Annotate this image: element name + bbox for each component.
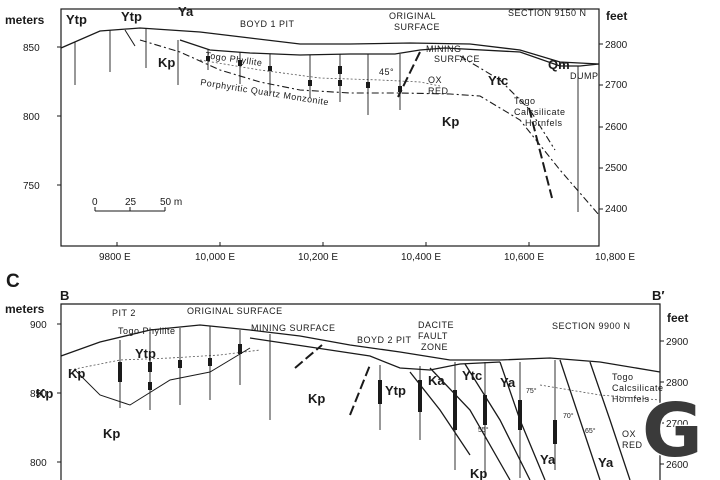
bottom-unit-kp-3: Kp	[103, 426, 120, 441]
top-ox-label: OX	[428, 75, 442, 85]
top-y-right-unit: feet	[606, 9, 627, 23]
bottom-y-left-unit: meters	[5, 302, 45, 316]
top-fault-line-1	[397, 51, 421, 98]
top-pit-label: BOYD 1 PIT	[240, 19, 295, 29]
top-unit-kp-1: Kp	[158, 55, 175, 70]
top-red-label: RED	[428, 86, 449, 96]
top-original-surface-line	[60, 27, 600, 65]
top-porphyritic-contact-line	[139, 39, 600, 216]
top-x-tick-10200: 10,200 E	[298, 252, 338, 263]
bottom-section-panel: C B B′ meters feet 900 850 800 2900 2800…	[5, 271, 689, 480]
bottom-unit-kp-4: Kp	[308, 391, 325, 406]
bottom-unit-ytc: Ytc	[462, 368, 482, 383]
watermark-logo: G	[642, 388, 703, 474]
top-y-right-tick-2800: 2800	[605, 40, 628, 51]
bottom-fault-line-2	[349, 364, 371, 416]
top-scale-tick-0: 0	[92, 197, 98, 208]
top-x-tick-10600: 10,600 E	[504, 252, 544, 263]
bottom-y-right-tick-2700: 2700	[666, 419, 689, 430]
bottom-dotted-line	[69, 349, 661, 401]
top-y-left-tick-750: 750	[23, 181, 40, 192]
bottom-original-surface-label: ORIGINAL SURFACE	[187, 306, 283, 316]
top-ox-red-dotted-line	[199, 59, 441, 87]
top-y-right-tick-2500: 2500	[605, 163, 628, 174]
top-y-left-unit: meters	[5, 13, 45, 27]
bottom-y-right-unit: feet	[667, 311, 688, 325]
top-y-right-tick-2700: 2700	[605, 80, 628, 91]
bottom-left-end-label: B	[60, 288, 69, 303]
top-scale-tick-25: 25	[125, 197, 137, 208]
top-unit-ytp-2: Ytp	[121, 9, 142, 24]
bottom-y-left-tick-850: 850	[30, 389, 47, 400]
bottom-section-frame	[60, 303, 661, 480]
top-section-panel: meters feet 850 800 750 2800 2700 2600 2…	[5, 4, 635, 263]
bottom-red-label: RED	[622, 440, 643, 450]
bottom-togo-phyllite-label: Togo Phyllite	[118, 326, 176, 336]
bottom-right-end-label: B′	[652, 288, 665, 303]
bottom-y-right-tick-2600: 2600	[666, 460, 689, 471]
top-section-label: SECTION 9150 N	[508, 8, 587, 18]
top-x-tick-9800: 9800 E	[99, 252, 131, 263]
bottom-unit-kp-2: Kp	[36, 386, 53, 401]
top-angle-label: 45°	[379, 67, 394, 77]
bottom-mining-surface-label: MINING SURFACE	[251, 323, 336, 333]
top-y-right-tick-2400: 2400	[605, 204, 628, 215]
bottom-original-surface-line	[60, 324, 661, 373]
bottom-y-right-tick-2800: 2800	[666, 378, 689, 389]
bottom-angle-4: 65°	[585, 427, 596, 435]
bottom-unit-ya-1: Ya	[500, 375, 516, 390]
top-dump-label: DUMP	[570, 71, 599, 81]
bottom-angle-3: 70°	[563, 412, 574, 420]
top-y-left-tick-850: 850	[23, 43, 40, 54]
top-drill-holes	[74, 28, 579, 212]
top-x-tick-10000: 10,000 E	[195, 252, 235, 263]
top-scale-tick-50: 50 m	[160, 197, 182, 208]
bottom-ytp-contact-line	[74, 347, 251, 406]
top-y-left-tick-800: 800	[23, 112, 40, 123]
bottom-angle-1: 75°	[526, 387, 537, 395]
bottom-pit-label: BOYD 2 PIT	[357, 335, 412, 345]
top-y-right-tick-2600: 2600	[605, 122, 628, 133]
top-x-tick-10800: 10,800 E	[595, 252, 635, 263]
top-short-fault-mark	[124, 29, 136, 47]
bottom-y-left-tick-900: 900	[30, 320, 47, 331]
bottom-ox-label: OX	[622, 429, 636, 439]
bottom-section-label: SECTION 9900 N	[552, 321, 631, 331]
top-unit-kp-2: Kp	[442, 114, 459, 129]
bottom-angle-2: 55°	[478, 426, 489, 434]
bottom-y-left-tick-800: 800	[30, 458, 47, 469]
top-unit-ytc: Ytc	[488, 73, 508, 88]
bottom-unit-ya-2: Ya	[540, 452, 556, 467]
bottom-unit-ytp-2: Ytp	[385, 383, 406, 398]
bottom-panel-letter: C	[6, 271, 20, 292]
bottom-unit-kp-1: Kp	[68, 366, 85, 381]
top-unit-ya: Ya	[178, 4, 194, 19]
bottom-unit-ka: Ka	[428, 373, 445, 388]
bottom-y-right-tick-2900: 2900	[666, 337, 689, 348]
top-unit-qm: Qm	[548, 57, 570, 72]
bottom-unit-ytp-1: Ytp	[135, 346, 156, 361]
top-x-tick-10400: 10,400 E	[401, 252, 441, 263]
bottom-pit2-label: PIT 2	[112, 308, 136, 318]
top-fault-line-2	[528, 107, 553, 199]
top-scale-bar: 0 25 50 m	[92, 197, 182, 212]
top-mining-surface-line	[179, 39, 600, 67]
bottom-drill-holes	[118, 326, 557, 478]
bottom-unit-kp-5: Kp	[470, 466, 487, 480]
top-unit-ytp-1: Ytp	[66, 12, 87, 27]
bottom-fault-line-1	[294, 344, 323, 369]
top-hornfels-contact-line	[459, 55, 556, 151]
bottom-unit-ya-3: Ya	[598, 455, 614, 470]
